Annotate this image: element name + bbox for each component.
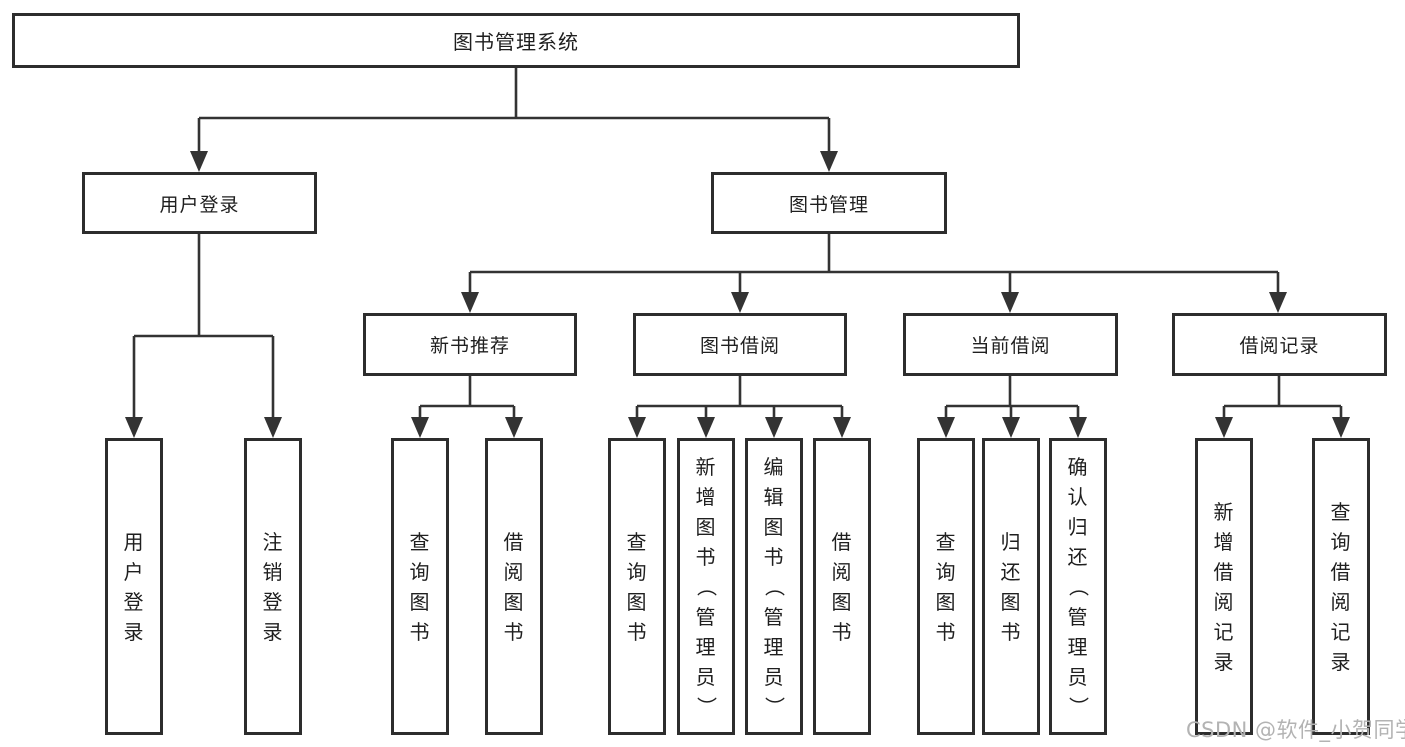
arrowhead-icon xyxy=(264,417,282,438)
branch-current-borrow xyxy=(937,376,1087,438)
leaf-query-books-current: 查询图书 xyxy=(917,438,975,735)
leaf-query-books-recommend: 查询图书 xyxy=(391,438,449,735)
node-label: 用户登录 xyxy=(123,529,145,644)
arrowhead-icon xyxy=(411,417,429,438)
leaf-borrow-books-recommend: 借阅图书 xyxy=(485,438,543,735)
node-label: 用户登录 xyxy=(159,193,240,216)
leaf-borrow-books: 借阅图书 xyxy=(813,438,871,735)
node-label: 编辑图书（管理员） xyxy=(762,454,786,718)
node-current-borrow: 当前借阅 xyxy=(903,313,1118,376)
arrowhead-icon xyxy=(628,417,646,438)
arrowhead-icon xyxy=(1069,417,1087,438)
node-user-login: 用户登录 xyxy=(82,172,317,234)
arrowhead-icon xyxy=(1001,292,1019,313)
arrowhead-icon xyxy=(731,292,749,313)
arrowhead-icon xyxy=(697,417,715,438)
node-label: 借阅图书 xyxy=(831,529,853,644)
node-label: 图书管理 xyxy=(788,193,869,216)
arrowhead-icon xyxy=(461,292,479,313)
node-root-system: 图书管理系统 xyxy=(12,13,1020,68)
node-label: 借阅图书 xyxy=(503,529,525,644)
leaf-add-borrow-record: 新增借阅记录 xyxy=(1195,438,1253,735)
node-label: 图书管理系统 xyxy=(453,30,579,54)
leaf-confirm-return-admin: 确认归还（管理员） xyxy=(1049,438,1107,735)
branch-book-borrow xyxy=(628,376,851,438)
leaf-edit-books-admin: 编辑图书（管理员） xyxy=(745,438,803,735)
arrowhead-icon xyxy=(820,151,838,172)
arrowhead-icon xyxy=(190,151,208,172)
leaf-query-books-borrow: 查询图书 xyxy=(608,438,666,735)
node-label: 确认归还（管理员） xyxy=(1066,454,1090,718)
arrowhead-icon xyxy=(125,417,143,438)
arrowhead-icon xyxy=(765,417,783,438)
node-label: 查询借阅记录 xyxy=(1330,499,1352,674)
node-label: 查询图书 xyxy=(409,529,431,644)
node-borrow-records: 借阅记录 xyxy=(1172,313,1387,376)
leaf-user-login: 用户登录 xyxy=(105,438,163,735)
node-label: 查询图书 xyxy=(626,529,648,644)
node-new-book-recommend: 新书推荐 xyxy=(363,313,577,376)
branch-borrow-records xyxy=(1215,376,1350,438)
leaf-logout: 注销登录 xyxy=(244,438,302,735)
arrowhead-icon xyxy=(1002,417,1020,438)
node-label: 查询图书 xyxy=(935,529,957,644)
arrowhead-icon xyxy=(1215,417,1233,438)
node-label: 新书推荐 xyxy=(429,335,510,357)
csdn-watermark: CSDN @软件_小贺同学 xyxy=(1186,718,1405,742)
arrowhead-icon xyxy=(1332,417,1350,438)
branch-root-to-level2 xyxy=(190,68,838,172)
arrowhead-icon xyxy=(505,417,523,438)
node-label: 注销登录 xyxy=(262,529,284,644)
node-label: 借阅记录 xyxy=(1239,335,1320,357)
leaf-return-books: 归还图书 xyxy=(982,438,1040,735)
node-label: 新增借阅记录 xyxy=(1213,499,1235,674)
branch-new-book-recommend xyxy=(411,376,523,438)
node-label: 归还图书 xyxy=(1000,529,1022,644)
arrowhead-icon xyxy=(937,417,955,438)
node-label: 图书借阅 xyxy=(699,335,780,357)
arrowhead-icon xyxy=(1269,292,1287,313)
leaf-query-borrow-record: 查询借阅记录 xyxy=(1312,438,1370,735)
node-label: 当前借阅 xyxy=(970,335,1051,357)
branch-user-login xyxy=(125,234,282,438)
leaf-add-books-admin: 新增图书（管理员） xyxy=(677,438,735,735)
arrowhead-icon xyxy=(833,417,851,438)
node-book-borrow: 图书借阅 xyxy=(633,313,847,376)
branch-book-management xyxy=(461,234,1287,313)
node-label: 新增图书（管理员） xyxy=(694,454,718,718)
node-book-management: 图书管理 xyxy=(711,172,947,234)
